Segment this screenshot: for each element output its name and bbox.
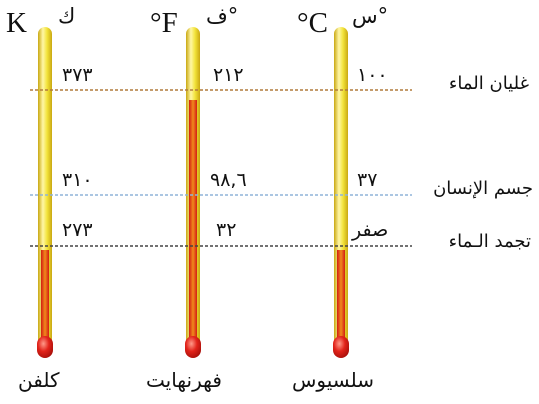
celsius-freezing-value: صفر <box>352 221 388 240</box>
body-temperature-label: جسم الإنسان <box>433 180 533 198</box>
freezing-point-label: تجمد الـماء <box>449 233 531 251</box>
bulb-celsius <box>333 336 349 358</box>
kelvin-boiling-value: ٣٧٣ <box>62 66 93 85</box>
kelvin-freezing-value: ٢٧٣ <box>62 221 93 240</box>
mercury-celsius <box>337 250 345 348</box>
thermometer-celsius <box>333 27 349 358</box>
unit-arabic-fahrenheit: °ف <box>206 6 238 27</box>
celsius-name: سلسيوس <box>292 370 374 390</box>
mercury-fahrenheit <box>189 100 197 348</box>
fahrenheit-name: فهرنهايت <box>146 370 222 390</box>
mercury-kelvin <box>41 250 49 348</box>
celsius-boiling-value: ١٠٠ <box>357 66 388 85</box>
unit-latin-fahrenheit: °F <box>150 9 178 38</box>
thermometer-fahrenheit <box>185 27 201 358</box>
fahrenheit-body-value: ٩٨,٦ <box>210 171 247 190</box>
bulb-kelvin <box>37 336 53 358</box>
unit-arabic-celsius: °س <box>352 6 388 27</box>
unit-latin-kelvin: K <box>6 9 27 38</box>
bulb-fahrenheit <box>185 336 201 358</box>
kelvin-body-value: ٣١٠ <box>62 171 93 190</box>
celsius-body-value: ٣٧ <box>357 171 377 190</box>
unit-latin-celsius: °C <box>297 9 328 38</box>
fahrenheit-freezing-value: ٣٢ <box>216 221 236 240</box>
thermometer-kelvin <box>37 27 53 358</box>
kelvin-name: كلفن <box>18 370 59 390</box>
fahrenheit-boiling-value: ٢١٢ <box>213 66 244 85</box>
boiling-point-label: غليان الماء <box>449 75 529 93</box>
unit-arabic-kelvin: ك <box>58 6 75 27</box>
